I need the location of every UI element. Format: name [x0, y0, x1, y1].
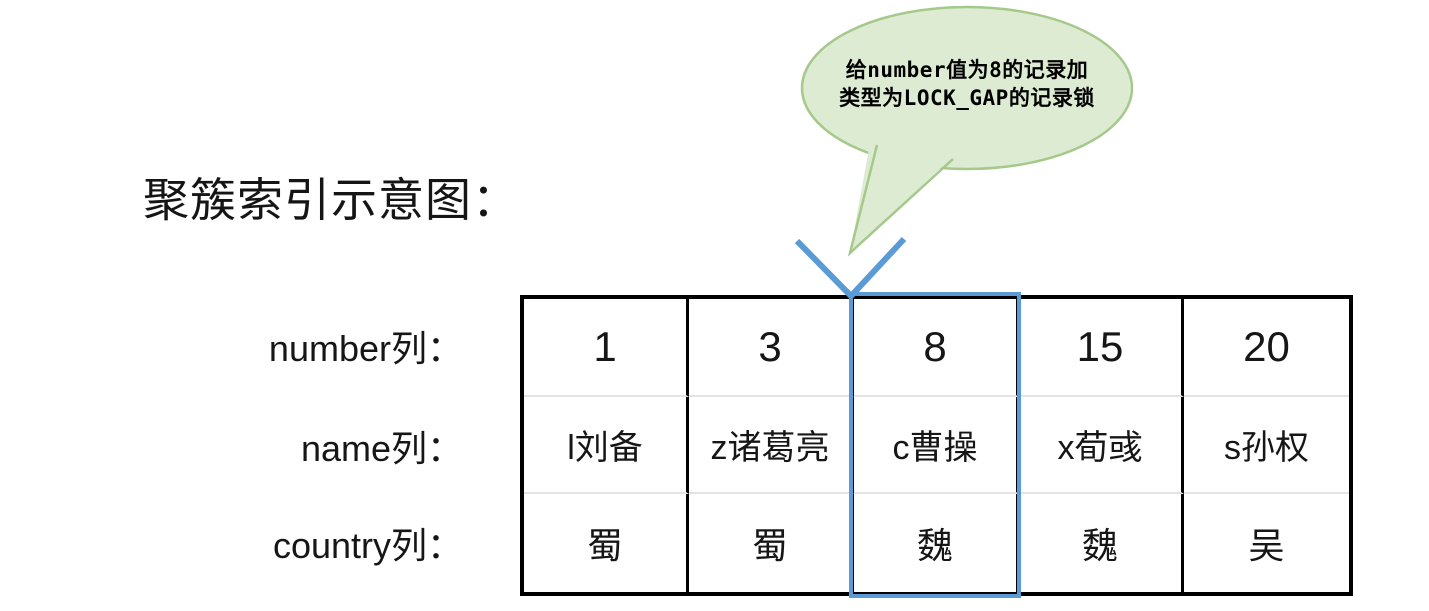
clustered-index-table: 1 3 8 15 20 l刘备 z诸葛亮 c曹操 x荀彧 s孙权 蜀 蜀 魏 魏…	[520, 295, 1353, 596]
cell-number-1: 1	[524, 299, 689, 397]
cell-name-1: l刘备	[524, 396, 689, 495]
cell-country-2: 蜀	[689, 494, 854, 592]
diagram-title: 聚簇索引示意图：	[143, 173, 519, 227]
cell-number-4: 15	[1019, 299, 1184, 397]
cell-name-2: z诸葛亮	[689, 396, 854, 495]
row-label-country: country列：	[272, 525, 463, 566]
cell-name-3: c曹操	[854, 396, 1019, 495]
cell-country-3: 魏	[854, 494, 1019, 592]
cell-country-1: 蜀	[524, 494, 689, 592]
speech-bubble-tail-outline	[847, 144, 954, 257]
cell-name-5: s孙权	[1184, 397, 1349, 495]
cell-country-5: 吴	[1248, 525, 1285, 567]
cell-number-2: 3	[689, 299, 854, 397]
row-label-number: number列：	[268, 328, 463, 369]
callout-text: 给number值为8的记录加 类型为LOCK_GAP的记录锁	[797, 56, 1137, 112]
cell-name-4: x荀彧	[1019, 396, 1184, 495]
cell-country-4: 魏	[1019, 494, 1184, 592]
callout-line-1: 给number值为8的记录加	[845, 58, 1089, 82]
cell-number-3: 8	[854, 299, 1019, 397]
v-pointer-icon	[794, 236, 907, 301]
cell-number-5: 20	[1184, 299, 1349, 397]
callout-line-2: 类型为LOCK_GAP的记录锁	[839, 86, 1095, 110]
speech-bubble-tail	[850, 132, 960, 253]
row-label-name: name列：	[300, 428, 463, 469]
